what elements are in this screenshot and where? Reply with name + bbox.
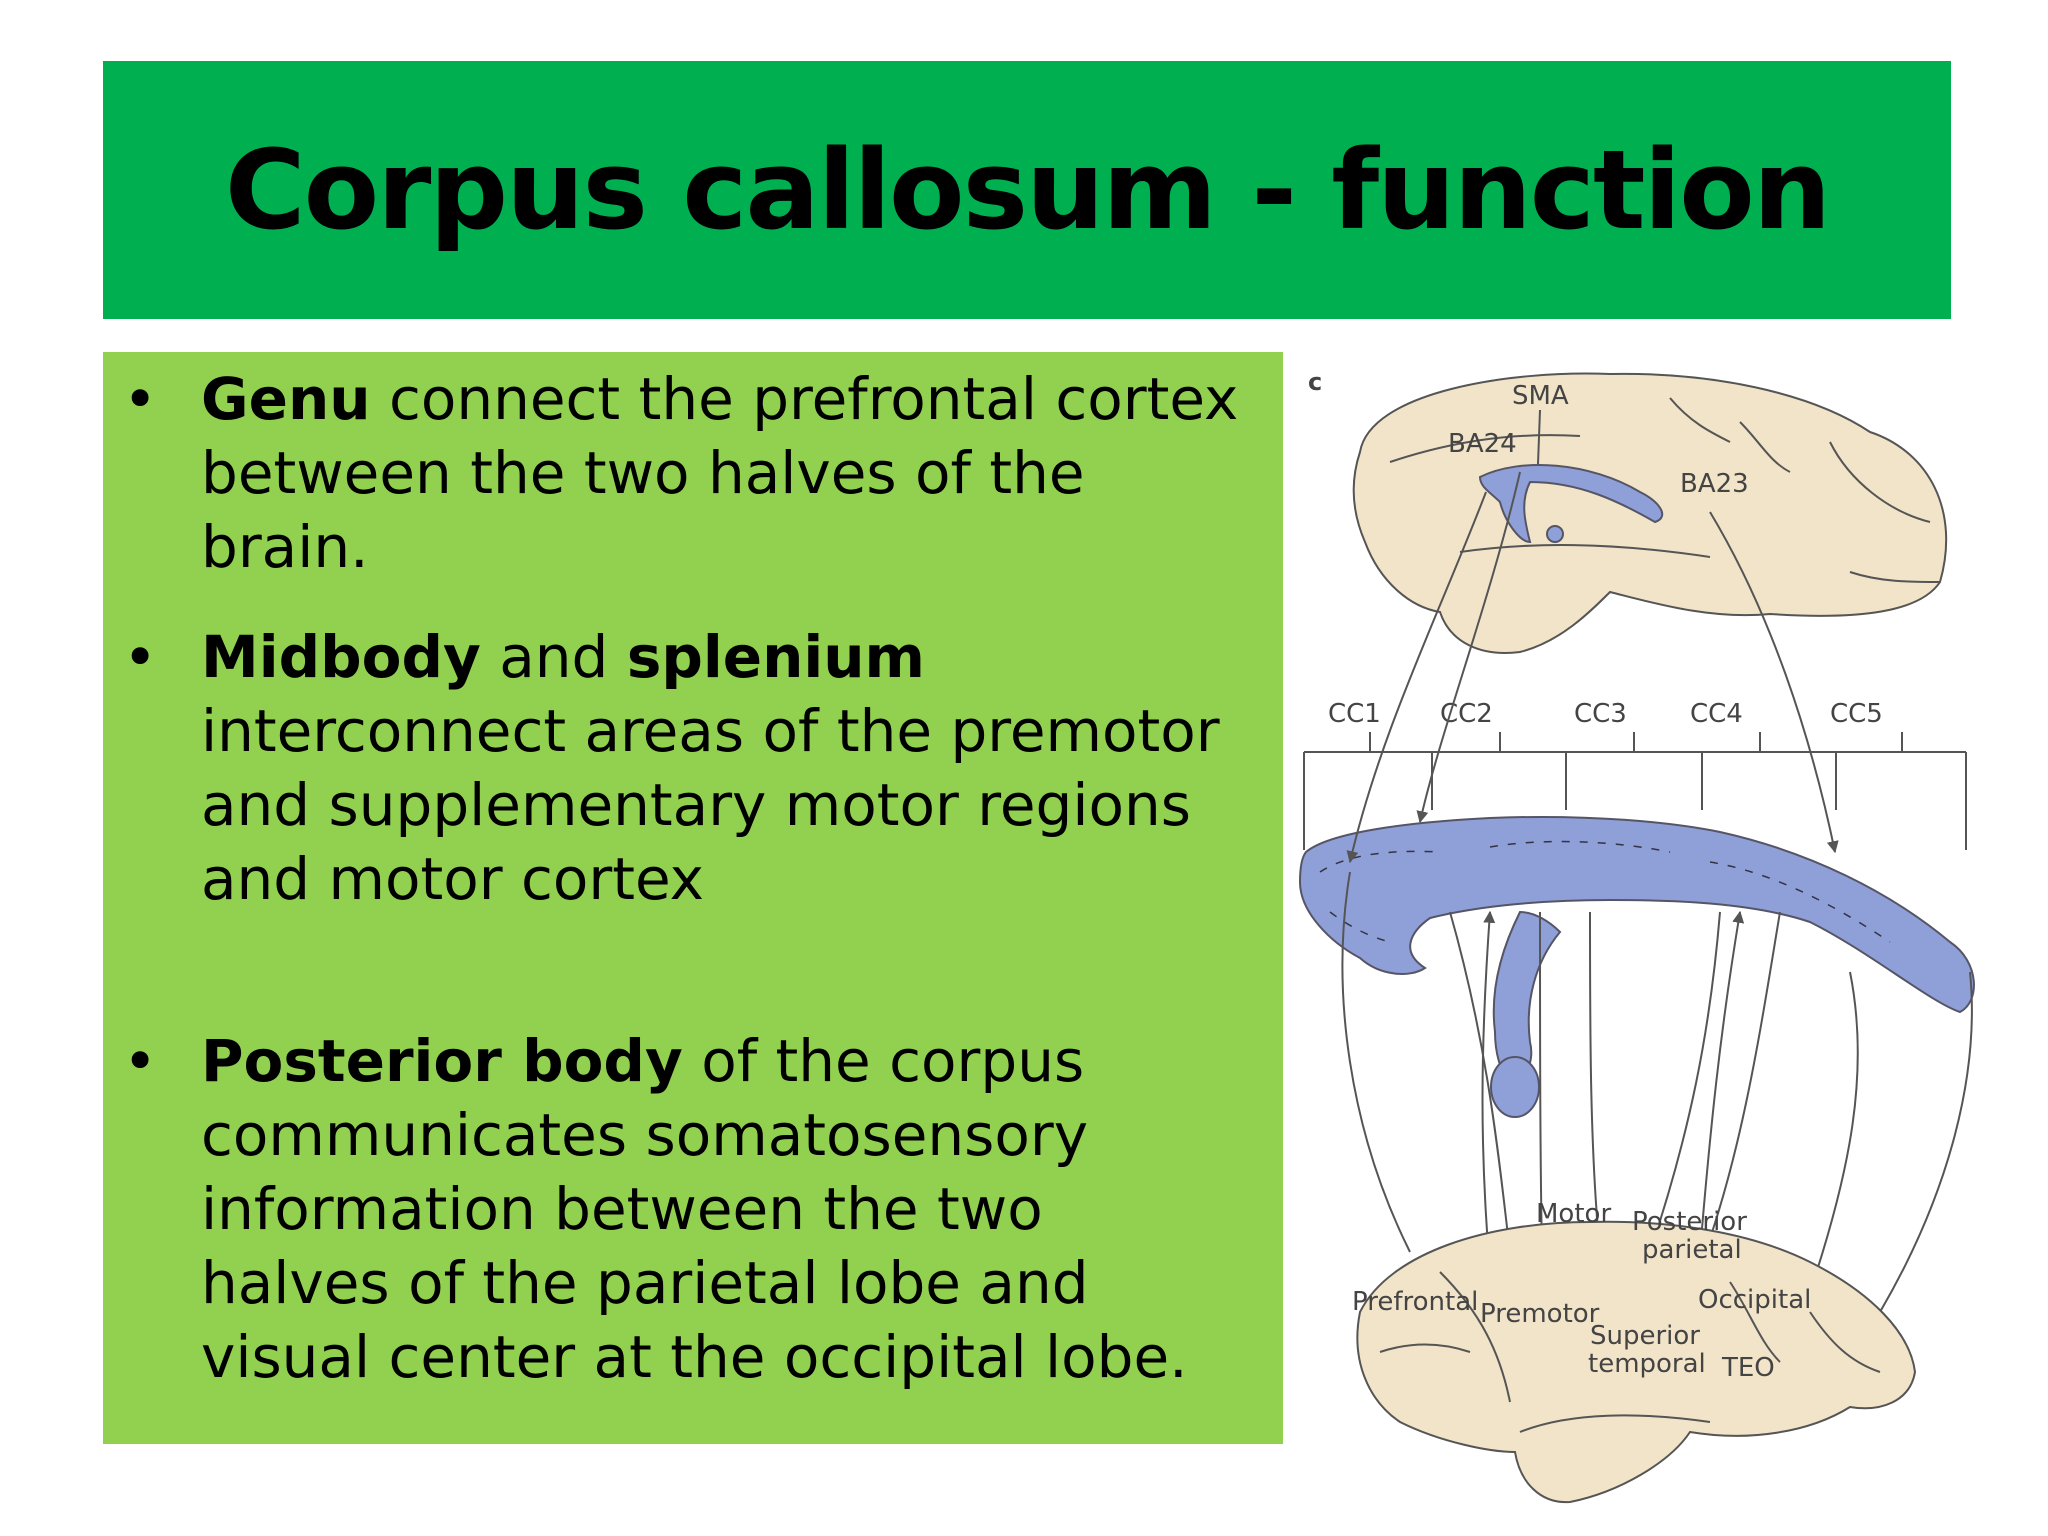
label-ba23: BA23 [1680,469,1749,499]
bullet-text: Genu connect the prefrontal cortex betwe… [201,362,1243,584]
label-sma: SMA [1512,381,1569,411]
bullet-text: Midbody and splenium interconnect areas … [201,620,1243,916]
text-panel: • Genu connect the prefrontal cortex bet… [103,352,1283,1444]
segment-bracket: CC1 CC2 CC3 CC4 CC5 [1303,699,1967,850]
bullet-marker: • [123,1027,158,1095]
top-brain: SMA BA24 BA23 [1352,372,1948,654]
bold-term: Posterior body [201,1027,683,1095]
figure-svg: c SMA BA24 BA23 CC1 CC2 CC3 CC4 CC5 [1298,368,1975,1504]
label-prefrontal: Prefrontal [1352,1287,1478,1317]
title-bar: Corpus callosum - function [103,61,1951,319]
bullet-marker: • [123,365,158,433]
label-cc1: CC1 [1328,699,1381,729]
label-premotor: Premotor [1480,1299,1600,1329]
label-posterior-parietal-1: Posterior [1632,1207,1747,1237]
label-ba24: BA24 [1448,429,1517,459]
label-occipital: Occipital [1698,1285,1811,1315]
bullet-text-run: interconnect areas of the premotor and s… [201,697,1220,913]
bold-term: splenium [626,623,925,691]
slide-title: Corpus callosum - function [224,126,1831,254]
bold-term: Midbody [201,623,481,691]
label-cc5: CC5 [1830,699,1883,729]
label-posterior-parietal-2: parietal [1642,1235,1742,1265]
bullet-text-run: of the corpus communicates somatosensory… [201,1027,1188,1391]
label-cc3: CC3 [1574,699,1627,729]
label-cc4: CC4 [1690,699,1743,729]
panel-letter: c [1308,368,1322,396]
label-motor: Motor [1536,1199,1611,1229]
corpus-callosum-figure: c SMA BA24 BA23 CC1 CC2 CC3 CC4 CC5 [1290,352,1990,1536]
label-cc2: CC2 [1440,699,1493,729]
label-superior-temporal-1: Superior [1590,1321,1700,1351]
bullet-marker: • [123,623,158,691]
bullet-text-run: and [480,623,627,691]
bullet-text: Posterior body of the corpus communicate… [201,1024,1243,1394]
connection-arrows [1341,471,1973,1313]
bold-term: Genu [201,365,371,433]
corpus-callosum-3d [1298,815,1975,1118]
bullet-text-run: connect the prefrontal cortex between th… [201,365,1239,581]
label-teo: TEO [1721,1353,1775,1383]
label-superior-temporal-2: temporal [1588,1349,1706,1379]
bottom-brain: Motor Posterior parietal Prefrontal Prem… [1352,1199,1917,1504]
